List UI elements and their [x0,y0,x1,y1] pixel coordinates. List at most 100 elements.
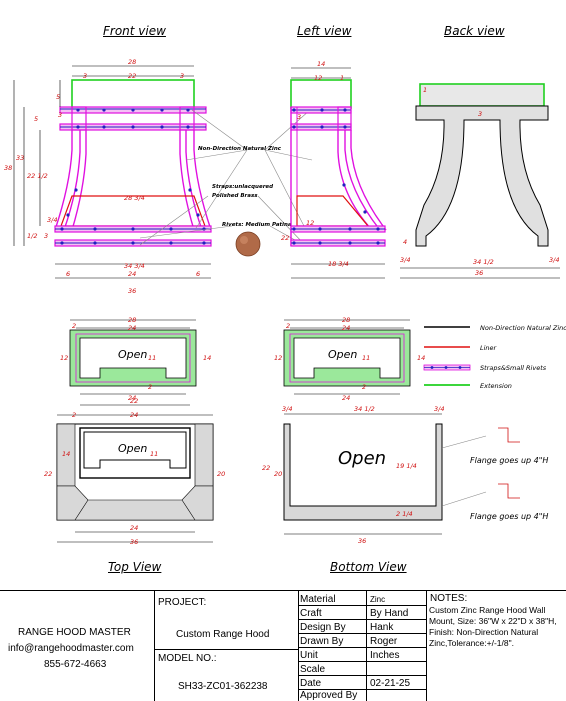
bottom-dim-h19: 19 1/4 [396,462,417,470]
top1-open [79,337,187,379]
row-label: Scale [300,664,326,675]
top2-dim-w28: 28 [342,316,350,324]
top3-dim-b36: 36 [130,538,138,546]
front-dim-b24: 24 [128,270,136,278]
top-view-1: Open 28 24 2 12 11 14 2 24 [60,316,211,402]
project-value: Custom Range Hood [176,629,270,640]
top3-dim-b24: 24 [130,524,138,532]
top1-dim-h14: 14 [203,354,211,362]
back-dim-b36: 36 [475,269,483,277]
top1-dim-b24: 24 [128,394,136,402]
bottom-dim-h20: 20 [274,470,282,478]
front-dim-h5b: 5 [34,115,38,123]
notes-label: NOTES: [430,593,468,604]
top2-open-label: Open [328,348,357,361]
model-label: MODEL NO.: [158,653,217,664]
top1-dim-h12: 12 [60,354,68,362]
back-dim-h3: 3 [478,110,482,118]
title-block: RANGE HOOD MASTER info@rangehoodmaster.c… [0,590,566,701]
left-dim-b18: 18 3/4 [328,260,349,268]
legend-zinc: Non-Direction Natural Zinc [480,324,566,332]
top3-dim-h11: 11 [150,450,158,458]
bottom-dim-t34: 34 1/2 [354,405,375,413]
back-dim-b34: 34 1/2 [473,258,494,266]
left-view: 14 12 1 3 12 22 18 3/4 [281,60,387,279]
front-dim-top-w: 28 [128,58,136,66]
top2-open [293,337,401,379]
bottom-dim-h2: 2 1/4 [396,510,413,518]
front-view-title: Front view [103,24,166,38]
legend-straps: Straps&Small Rivets [480,364,547,372]
left-dim-top: 14 [317,60,325,68]
callout-straps-1: Straps:unlacquered [212,184,273,190]
row-value: Hank [370,622,394,633]
front-view: 28 3 22 3 5 5 3 38 33 22 1/2 3/4 1/2 3 2… [4,58,212,295]
front-dim-b6r: 6 [196,270,200,278]
top3-dim-h22: 22 [44,470,52,478]
row-label: Design By [300,622,346,633]
bottom-dim-b36: 36 [358,537,366,545]
top3-open-label: Open [118,442,147,455]
top-view-title: Top View [108,560,162,574]
row-value: By Hand [370,608,409,619]
bottom-outline [283,423,443,521]
top1-dim-h11: 11 [148,354,156,362]
row-label: Drawn By [300,636,344,647]
top3-dim-h14: 14 [62,450,70,458]
legend-extension: Extension [480,382,512,390]
front-dim-w34: 34 3/4 [124,262,145,270]
callout-straps-2: Polished Brass [212,193,258,199]
front-dim-h34: 3/4 [47,216,57,224]
back-dim-bl: 3/4 [400,256,410,264]
top3-dim-w24: 24 [130,411,138,419]
front-body-left-side [54,130,73,231]
front-dim-top-r: 3 [180,72,184,80]
back-view-title: Back view [444,24,505,38]
row-label: Approved By [300,690,358,701]
row-value: Zinc [370,595,386,604]
drawing-sheet: Front view Left view Back view Top View … [4,24,566,574]
notes-line-2: Mount, Size: 36"W x 22"D x 38"H, [429,616,557,626]
top2-dim-b2: 2 [362,383,366,391]
company-phone: 855-672-4663 [44,659,107,670]
row-value: Inches [370,650,400,661]
front-dim-h3: 3 [58,111,62,119]
front-dim-top-m: 22 [128,72,136,80]
callout-rivets: Rivets: Medium Patina [222,222,292,228]
bottom-view: Open 3/4 34 1/2 3/4 22 20 19 1/4 2 1/4 3… [262,405,548,545]
front-dim-h5a: 5 [56,93,60,101]
left-dim-h3: 3 [297,113,301,121]
front-body-right-side [193,130,212,231]
top2-dim-w2: 2 [286,322,290,330]
back-extension [419,83,545,107]
company-name: RANGE HOOD MASTER [18,627,131,638]
top1-open-label: Open [118,348,147,361]
notes-line-3: Finish: Non-Direction Natural [429,627,539,637]
left-dim-t1: 1 [340,74,344,82]
front-dim-b6l: 6 [66,270,70,278]
bottom-dim-h22: 22 [262,464,270,472]
top2-dim-b24: 24 [342,394,350,402]
top2-dim-h11: 11 [362,354,370,362]
front-dim-h22: 22 1/2 [27,172,48,180]
front-dim-b36: 36 [128,287,136,295]
notes-line-4: Zinc,Tolerance:+/-1/8". [429,638,514,648]
top1-dim-b2: 2 [148,383,152,391]
left-curve [337,130,373,231]
top3-dim-h20: 20 [217,470,225,478]
left-extension [290,79,352,109]
legend: Non-Direction Natural Zinc Liner Straps&… [423,324,566,390]
top-view-2: Open 28 24 2 12 11 14 2 24 [274,316,425,402]
top2-dim-h12: 12 [274,354,282,362]
company-email: info@rangehoodmaster.com [8,643,134,654]
front-dim-h38: 38 [4,164,12,172]
back-dim-br: 3/4 [549,256,559,264]
top3-dim-w22: 22 [130,397,138,405]
bottom-dim-tl: 3/4 [282,405,292,413]
top-view-3: Open 22 24 2 14 11 22 20 24 36 [44,397,225,546]
top3-dim-w2: 2 [72,411,76,419]
flange-note-2: Flange goes up 4"H [470,512,548,521]
row-label: Unit [300,650,318,661]
back-dim-h1: 1 [423,86,427,94]
front-dim-h33: 33 [16,154,24,162]
